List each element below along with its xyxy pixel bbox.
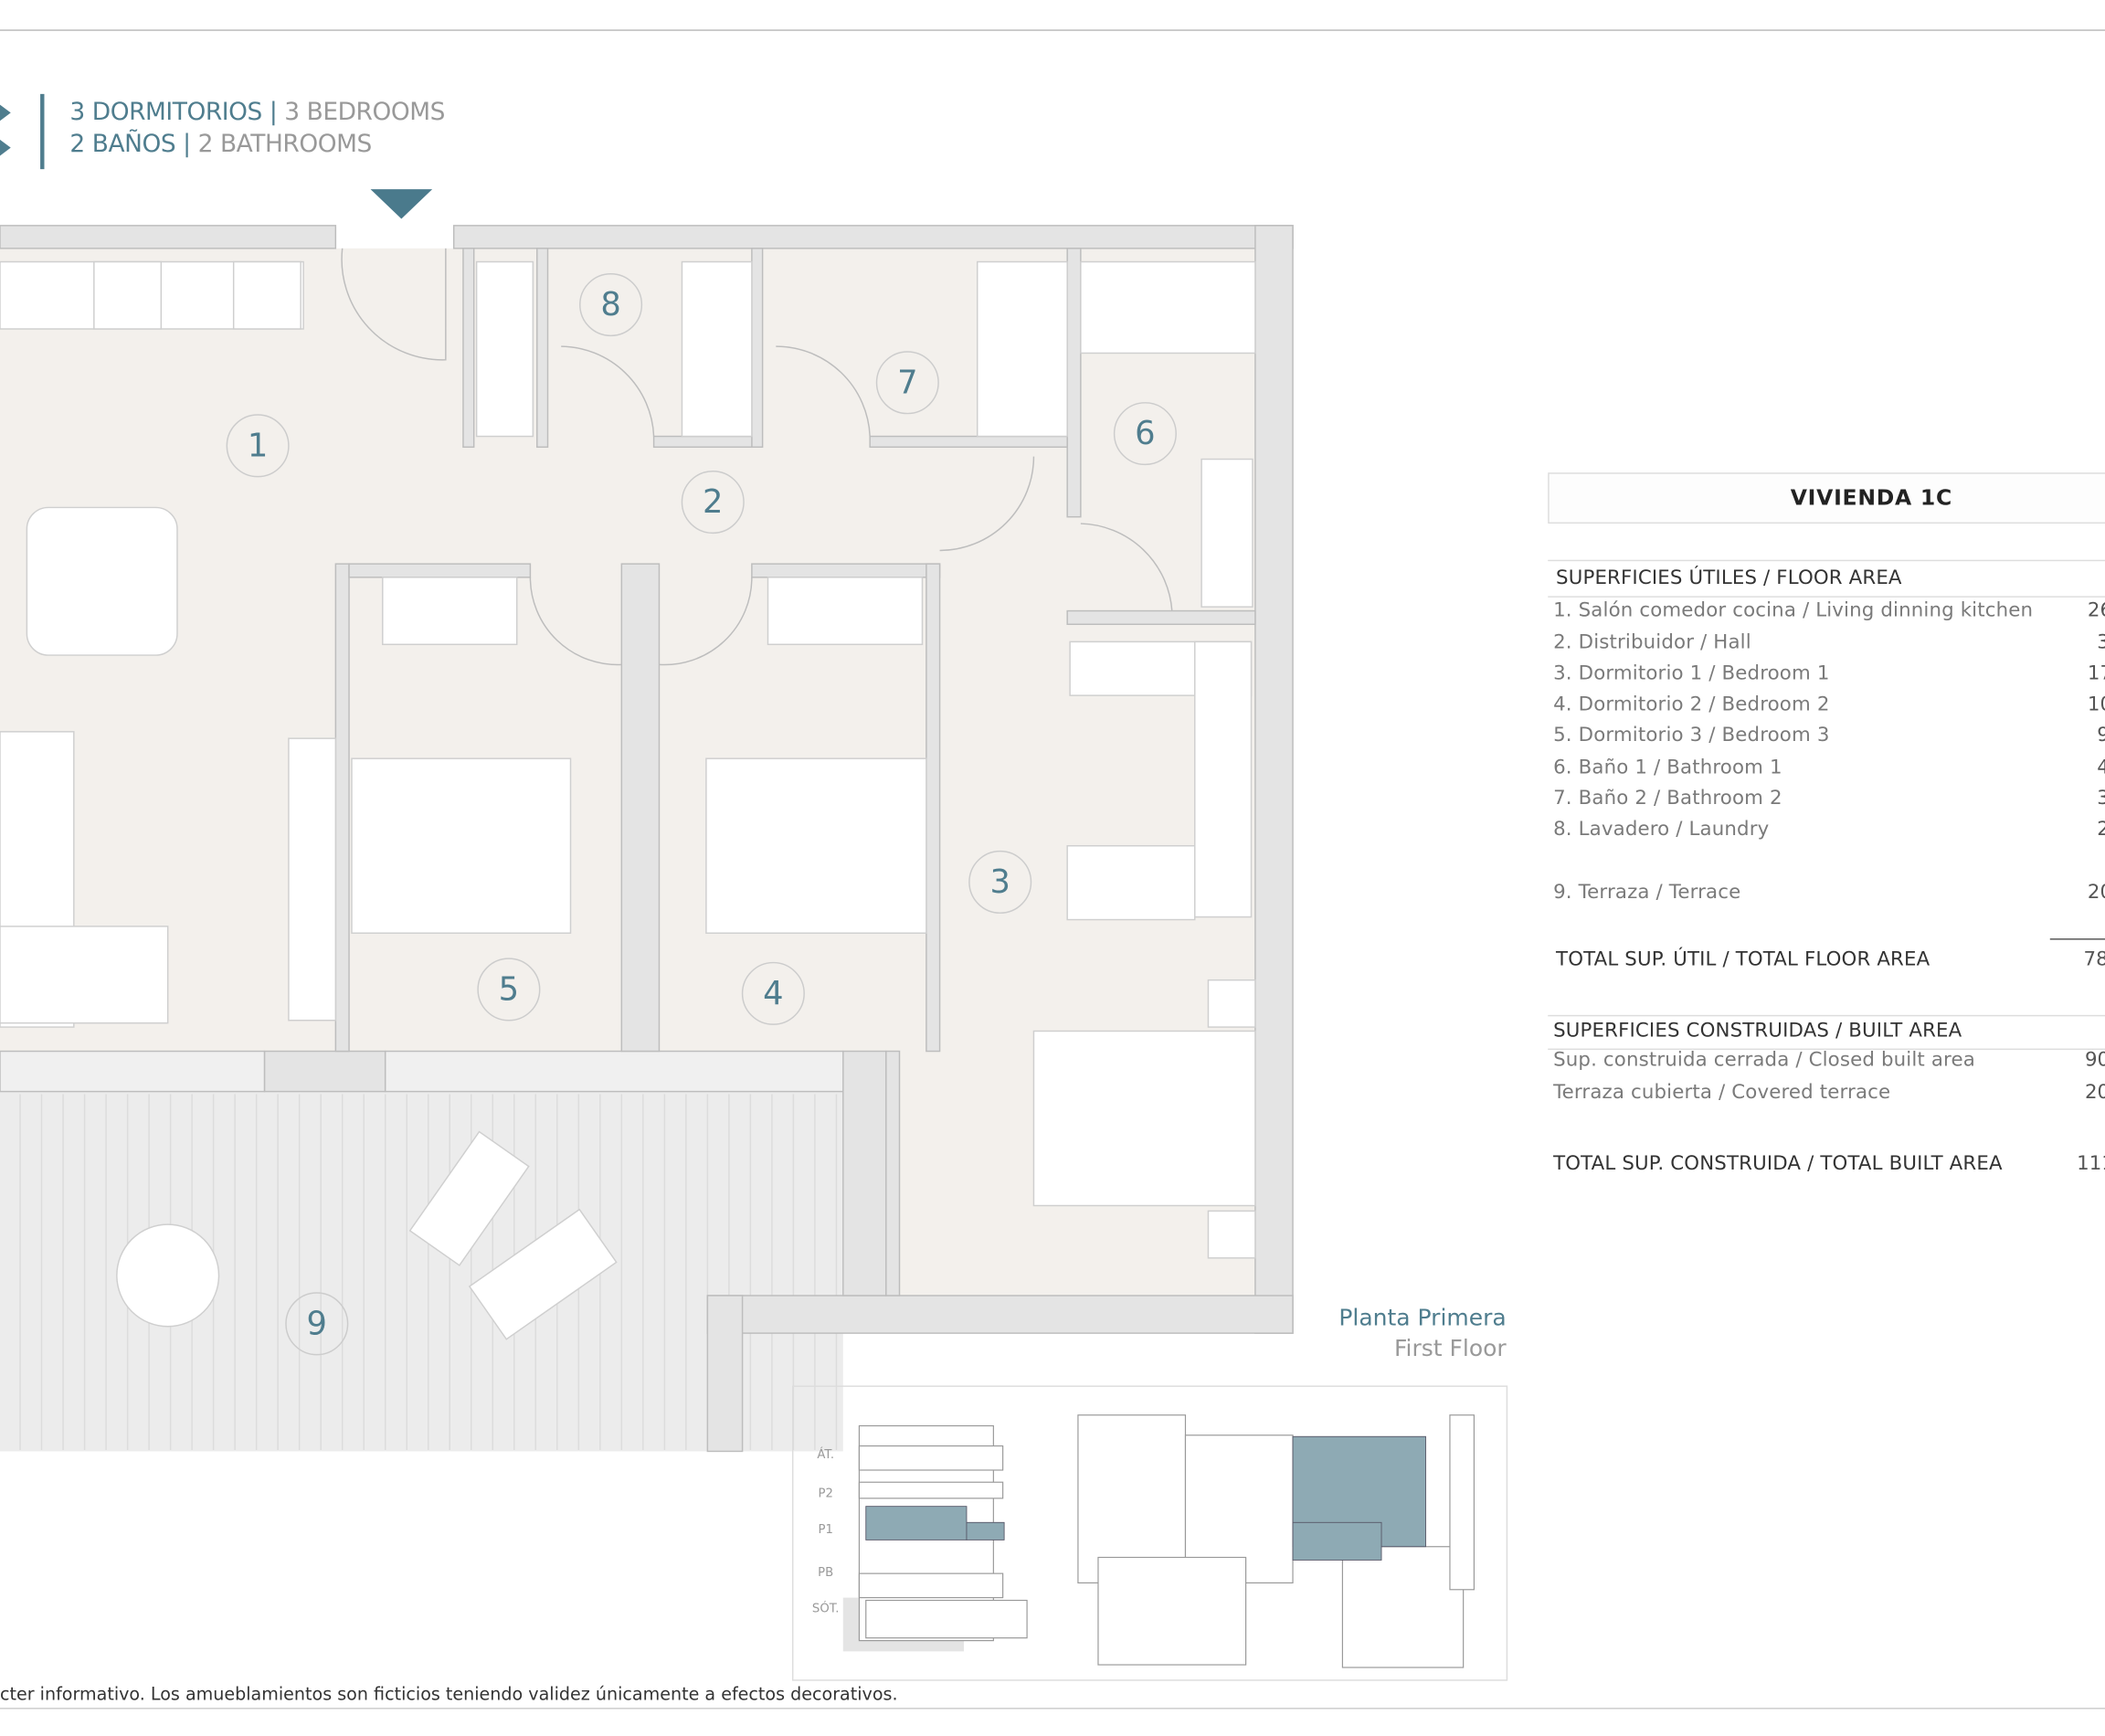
built-area-heading: SUPERFICIES CONSTRUIDAS / BUILT AREA: [1553, 1020, 1962, 1043]
header-divider: [40, 93, 45, 170]
room-number-1: 1: [248, 427, 268, 464]
room-number-9: 9: [307, 1305, 327, 1342]
key-plan-drawing: [842, 1414, 1475, 1668]
key-plan-highlight: [865, 1435, 1426, 1561]
built-row-label: Terraza cubierta / Covered terrace: [1553, 1082, 1891, 1104]
built-row-label: Sup. construida cerrada / Closed built a…: [1553, 1050, 1975, 1072]
floor-row-label: 7. Baño 2 / Bathroom 2: [1553, 788, 1782, 810]
floor-row-value: 9: [2097, 725, 2105, 746]
bedrooms-es: 3 DORMITORIOS: [69, 98, 262, 127]
walls: [0, 225, 1294, 1453]
room-number-5: 5: [499, 970, 519, 1008]
floor-row-value: 3: [2097, 632, 2105, 654]
room-number-2: 2: [703, 483, 723, 521]
floor-row-label: 2. Distribuidor / Hall: [1553, 632, 1751, 654]
bathrooms-es: 2 BAÑOS: [69, 130, 176, 159]
floor-row-value: 3: [2097, 789, 2105, 810]
unit-title: VIVIENDA 1C: [1790, 484, 1952, 511]
bedrooms-en: 3 BEDROOMS: [284, 98, 445, 127]
floor-label-es: Planta Primera: [1338, 1305, 1507, 1332]
bathrooms-line: 2 BAÑOS | 2 BATHROOMS: [69, 130, 373, 159]
room-number-6: 6: [1135, 415, 1155, 452]
room-number-7: 7: [897, 364, 917, 401]
floor-row-value: 4: [2097, 757, 2105, 779]
bathrooms-en: 2 BATHROOMS: [197, 130, 373, 159]
unit-logo-icon: [0, 104, 11, 156]
level-label: SÓT.: [811, 1603, 840, 1617]
top-rule: [0, 29, 2105, 31]
floor-row-label: 9. Terraza / Terrace: [1553, 882, 1741, 904]
built-row-value: 20: [2084, 1082, 2105, 1104]
floor-row-value: 2: [2097, 819, 2105, 841]
total-built-value: 111: [2077, 1153, 2105, 1175]
entrance-triangle-icon: [370, 189, 433, 219]
total-floor-label: TOTAL SUP. ÚTIL / TOTAL FLOOR AREA: [1556, 948, 1930, 971]
floor-row-value: 26: [2087, 599, 2105, 622]
floor-row-label: 8. Lavadero / Laundry: [1553, 819, 1770, 841]
total-built-label: TOTAL SUP. CONSTRUIDA / TOTAL BUILT AREA: [1553, 1153, 2003, 1175]
floor-row-label: 6. Baño 1 / Bathroom 1: [1553, 757, 1782, 779]
level-label: P1: [818, 1523, 833, 1538]
floor-plan: 1 2 3 4 5 6 7 8 9: [0, 189, 1294, 1453]
room-number-8: 8: [600, 286, 620, 323]
separator: |: [183, 130, 191, 159]
floor-row-value: 10: [2087, 693, 2105, 716]
floor-row-value: 17: [2087, 662, 2105, 685]
unit-title-box: VIVIENDA 1C: [1548, 472, 2105, 524]
floor-row-label: 5. Dormitorio 3 / Bedroom 3: [1553, 725, 1830, 746]
built-row-value: 90: [2084, 1050, 2105, 1072]
level-label: P2: [818, 1487, 833, 1501]
level-label: PB: [818, 1566, 834, 1581]
bedrooms-line: 3 DORMITORIOS | 3 BEDROOMS: [69, 98, 445, 126]
floor-row-label: 3. Dormitorio 1 / Bedroom 1: [1553, 662, 1830, 685]
furniture: [0, 260, 1256, 1340]
key-plan: [791, 1385, 1508, 1681]
floor-label-en: First Floor: [1393, 1336, 1507, 1363]
room-number-4: 4: [763, 975, 783, 1012]
separator: |: [269, 98, 278, 127]
level-label: ÁT.: [817, 1448, 835, 1463]
floor-row-label: 4. Dormitorio 2 / Bedroom 2: [1553, 693, 1830, 716]
disclaimer: cter informativo. Los amueblamientos son…: [0, 1685, 898, 1706]
floor-row-label: 1. Salón comedor cocina / Living dinning…: [1553, 599, 2034, 622]
bottom-rule: [0, 1708, 2105, 1710]
total-floor-value: 78: [2083, 948, 2105, 971]
floor-area-heading: SUPERFICIES ÚTILES / FLOOR AREA: [1556, 567, 1902, 590]
floor-row-value: 20: [2087, 882, 2105, 904]
room-number-3: 3: [989, 863, 1010, 901]
